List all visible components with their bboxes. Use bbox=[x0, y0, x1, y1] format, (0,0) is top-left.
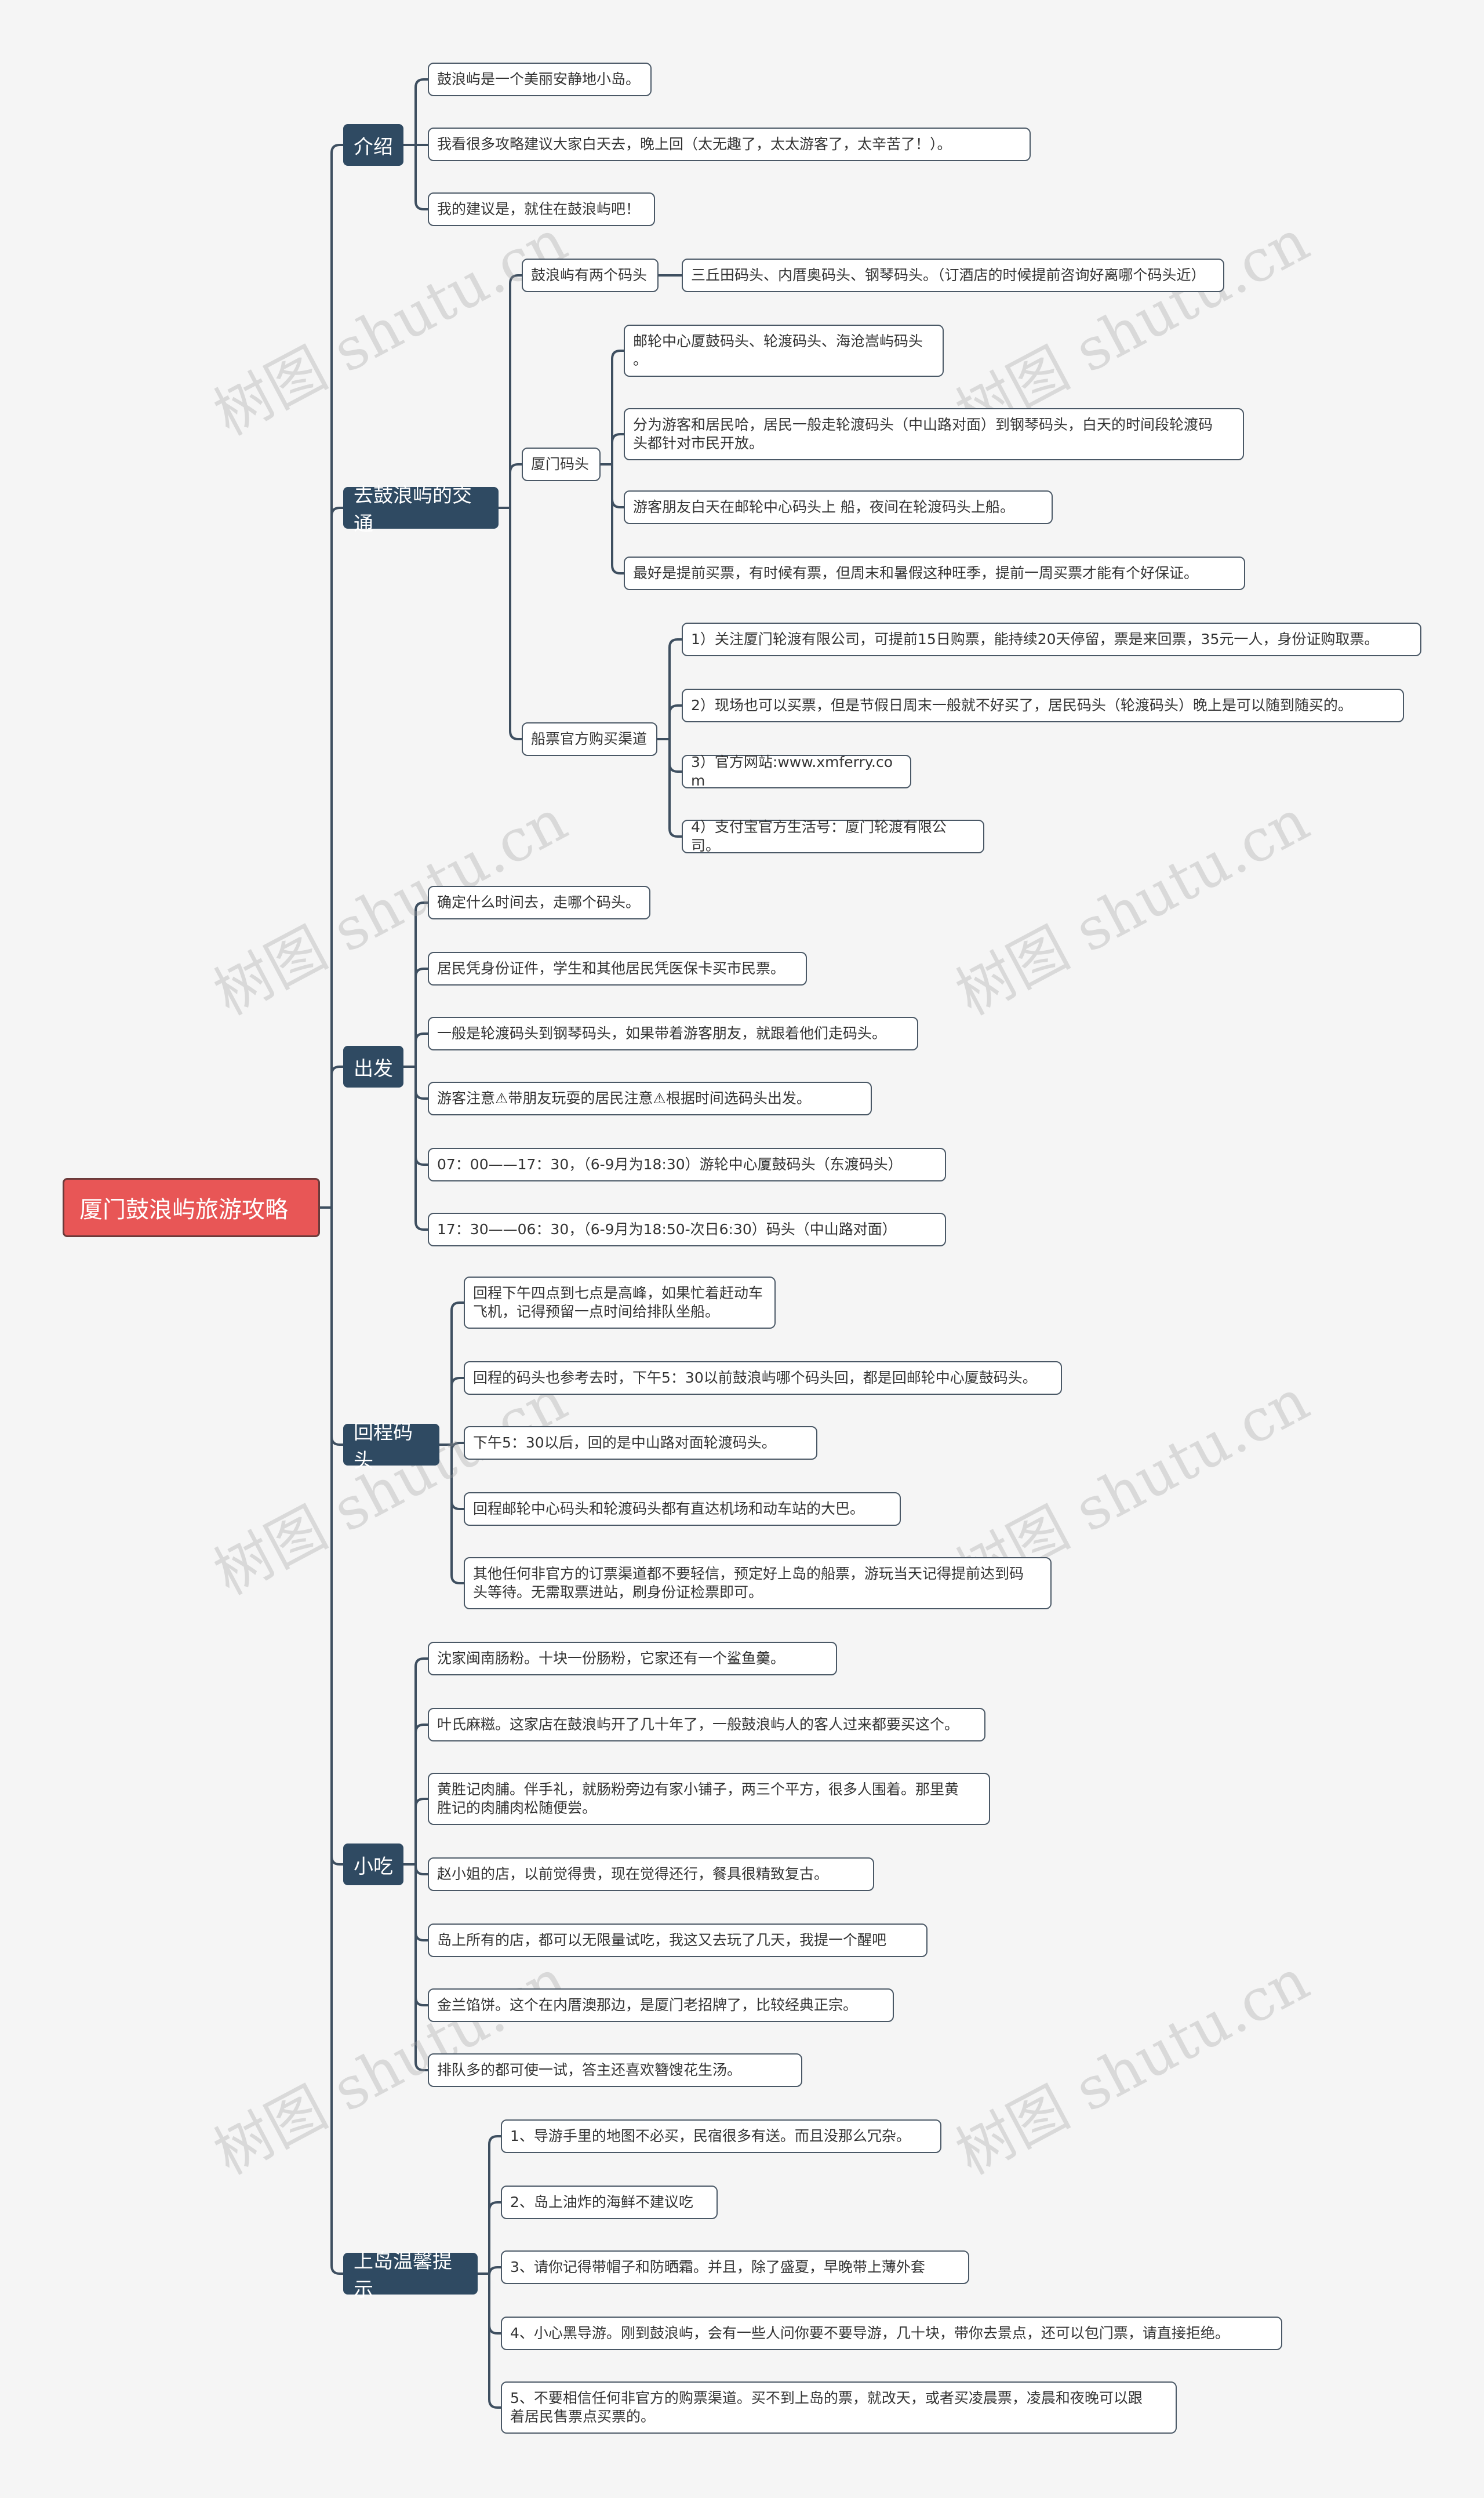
branch-tips[interactable]: 上岛温馨提示 bbox=[343, 2250, 478, 2301]
leaf-node[interactable]: 沈家闽南肠粉。十块一份肠粉，它家还有一个鲨鱼羹。 bbox=[428, 1642, 837, 1675]
connector bbox=[330, 144, 343, 1208]
leaf-node[interactable]: 排队多的都可使一试，答主还喜欢簪馊花生汤。 bbox=[428, 2053, 802, 2087]
connector bbox=[414, 901, 428, 1067]
leaf-node[interactable]: 鼓浪屿是一个美丽安静地小岛。 bbox=[428, 63, 652, 96]
root-topic[interactable]: 厦门鼓浪屿旅游攻略 bbox=[63, 1178, 320, 1237]
watermark: 树图 shutu.cn bbox=[945, 786, 1320, 1028]
connector bbox=[450, 1445, 464, 1510]
leaf-node[interactable]: 3）官方网站:www.xmferry.com bbox=[682, 754, 911, 789]
connector bbox=[414, 145, 428, 210]
leaf-node[interactable]: 游客朋友白天在邮轮中心码头上 船，夜间在轮渡码头上船。 bbox=[624, 490, 1053, 524]
connector bbox=[414, 1067, 428, 1231]
connector bbox=[330, 1208, 343, 1866]
watermark: 树图 shutu.cn bbox=[203, 206, 578, 449]
leaf-node[interactable]: 分为游客和居民哈，居民一般走轮渡码头（中山路对面）到钢琴码头，白天的时间段轮渡码… bbox=[624, 408, 1244, 460]
connector bbox=[414, 1032, 428, 1067]
connector bbox=[450, 1377, 464, 1445]
connector bbox=[414, 1798, 428, 1864]
branch-intro[interactable]: 介绍 bbox=[343, 124, 403, 166]
leaf-node[interactable]: 确定什么时间去，走哪个码头。 bbox=[428, 886, 650, 919]
connector bbox=[414, 968, 428, 1067]
connector bbox=[414, 1864, 428, 2071]
leaf-node[interactable]: 2）现场也可以买票，但是节假日周末一般就不好买了，居民码头（轮渡码头）晚上是可以… bbox=[682, 689, 1404, 722]
connector bbox=[414, 1067, 428, 1166]
leaf-node[interactable]: 1）关注厦门轮渡有限公司，可提前15日购票，能持续20天停留，票是来回票，35元… bbox=[682, 623, 1421, 656]
connector bbox=[330, 1208, 343, 1446]
leaf-node[interactable]: 3、请你记得带帽子和防晒霜。并且，除了盛夏，早晚带上薄外套 bbox=[501, 2250, 969, 2284]
leaf-node[interactable]: 我看很多攻略建议大家白天去，晚上回（太无趣了，太太游客了，太辛苦了！）。 bbox=[428, 128, 1031, 161]
leaf-node[interactable]: 4、小心黑导游。刚到鼓浪屿，会有一些人问你要不要导游，几十块，带你去景点，还可以… bbox=[501, 2317, 1282, 2350]
leaf-node[interactable]: 回程邮轮中心码头和轮渡码头都有直达机场和动车站的大巴。 bbox=[464, 1492, 901, 1526]
connector bbox=[488, 2274, 501, 2335]
watermark: 树图 shutu.cn bbox=[945, 1946, 1320, 2188]
connector bbox=[330, 1066, 343, 1208]
branch-transport[interactable]: 去鼓浪屿的交通 bbox=[343, 484, 499, 536]
connector bbox=[414, 1864, 428, 1875]
leaf-node[interactable]: 4）支付宝官方生活号：厦门轮渡有限公司。 bbox=[682, 819, 984, 854]
leaf-node[interactable]: 船票官方购买渠道 bbox=[522, 722, 657, 756]
leaf-node[interactable]: 赵小姐的店，以前觉得贵，现在觉得还行，餐具很精致复古。 bbox=[428, 1857, 874, 1891]
leaf-node[interactable]: 叶氏麻糍。这家店在鼓浪屿开了几十年了，一般鼓浪屿人的客人过来都要买这个。 bbox=[428, 1708, 985, 1741]
leaf-node[interactable]: 17：30——06：30，（6-9月为18:50-次日6:30）码头（中山路对面… bbox=[428, 1213, 946, 1246]
leaf-node[interactable]: 下午5：30以后，回的是中山路对面轮渡码头。 bbox=[464, 1426, 817, 1460]
connector bbox=[509, 274, 522, 508]
connector bbox=[611, 433, 624, 464]
leaf-node[interactable]: 黄胜记肉脯。伴手礼，就肠粉旁边有家小铺子，两三个平方，很多人围着。那里黄 胜记的… bbox=[428, 1773, 990, 1825]
connector bbox=[611, 464, 624, 574]
connector bbox=[414, 1067, 428, 1100]
branch-snacks[interactable]: 小吃 bbox=[343, 1843, 403, 1885]
leaf-node[interactable]: 其他任何非官方的订票渠道都不要轻信，预定好上岛的船票，游玩当天记得提前达到码 头… bbox=[464, 1557, 1052, 1609]
connector bbox=[488, 2274, 501, 2409]
connector bbox=[450, 1442, 464, 1452]
connector bbox=[488, 2201, 501, 2274]
leaf-node[interactable]: 邮轮中心厦鼓码头、轮渡码头、海沧嵩屿码头 。 bbox=[624, 325, 944, 377]
leaf-node[interactable]: 金兰馅饼。这个在内厝澳那边，是厦门老招牌了，比较经典正宗。 bbox=[428, 1988, 894, 2022]
connector bbox=[668, 704, 682, 739]
leaf-node[interactable]: 07：00——17：30，（6-9月为18:30）游轮中心厦鼓码头（东渡码头） bbox=[428, 1148, 946, 1181]
connector bbox=[611, 464, 624, 508]
connector bbox=[414, 1723, 428, 1864]
leaf-node[interactable]: 5、不要相信任何非官方的购票渠道。买不到上岛的票，就改天，或者买凌晨票，凌晨和夜… bbox=[501, 2381, 1177, 2434]
connector bbox=[450, 1445, 464, 1584]
connector bbox=[509, 508, 522, 740]
leaf-node[interactable]: 岛上所有的店，都可以无限量试吃，我这又去玩了几天，我提一个醒吧 bbox=[428, 1924, 928, 1957]
connector bbox=[414, 1864, 428, 1941]
leaf-node[interactable]: 鼓浪屿有两个码头 bbox=[522, 259, 659, 292]
connector bbox=[668, 638, 682, 739]
leaf-node[interactable]: 回程下午四点到七点是高峰，如果忙着赶动车 飞机，记得预留一点时间给排队坐船。 bbox=[464, 1277, 776, 1329]
connector bbox=[450, 1301, 464, 1445]
connector bbox=[414, 78, 428, 145]
branch-return[interactable]: 回程码头 bbox=[343, 1421, 439, 1472]
leaf-node[interactable]: 回程的码头也参考去时，下午5：30以前鼓浪屿哪个码头回，都是回邮轮中心厦鼓码头。 bbox=[464, 1361, 1062, 1395]
leaf-node[interactable]: 最好是提前买票，有时候有票，但周末和暑假这种旺季，提前一周买票才能有个好保证。 bbox=[624, 557, 1245, 590]
leaf-node[interactable]: 厦门码头 bbox=[522, 448, 601, 481]
connector bbox=[330, 507, 343, 1208]
connector bbox=[668, 739, 682, 773]
connector bbox=[611, 350, 624, 464]
leaf-node[interactable]: 1、导游手里的地图不必买，民宿很多有送。而且没那么冗杂。 bbox=[501, 2119, 941, 2153]
leaf-node[interactable]: 三丘田码头、内厝奥码头、钢琴码头。（订酒店的时候提前咨询好离哪个码头近） bbox=[682, 259, 1224, 292]
connector bbox=[488, 2266, 501, 2276]
leaf-node[interactable]: 居民凭身份证件，学生和其他居民凭医保卡买市民票。 bbox=[428, 952, 807, 986]
leaf-node[interactable]: 我的建议是，就住在鼓浪屿吧！ bbox=[428, 192, 655, 226]
connector bbox=[668, 739, 682, 838]
leaf-node[interactable]: 一般是轮渡码头到钢琴码头，如果带着游客朋友，就跟着他们走码头。 bbox=[428, 1017, 918, 1050]
connector bbox=[488, 2135, 501, 2274]
connector bbox=[414, 1657, 428, 1864]
connector bbox=[509, 463, 522, 508]
leaf-node[interactable]: 游客注意⚠带朋友玩耍的居民注意⚠根据时间选码头出发。 bbox=[428, 1082, 872, 1115]
connector bbox=[330, 1208, 343, 2275]
branch-departure[interactable]: 出发 bbox=[343, 1046, 403, 1088]
leaf-node[interactable]: 2、岛上油炸的海鲜不建议吃 bbox=[501, 2186, 718, 2219]
connector bbox=[414, 1864, 428, 2006]
